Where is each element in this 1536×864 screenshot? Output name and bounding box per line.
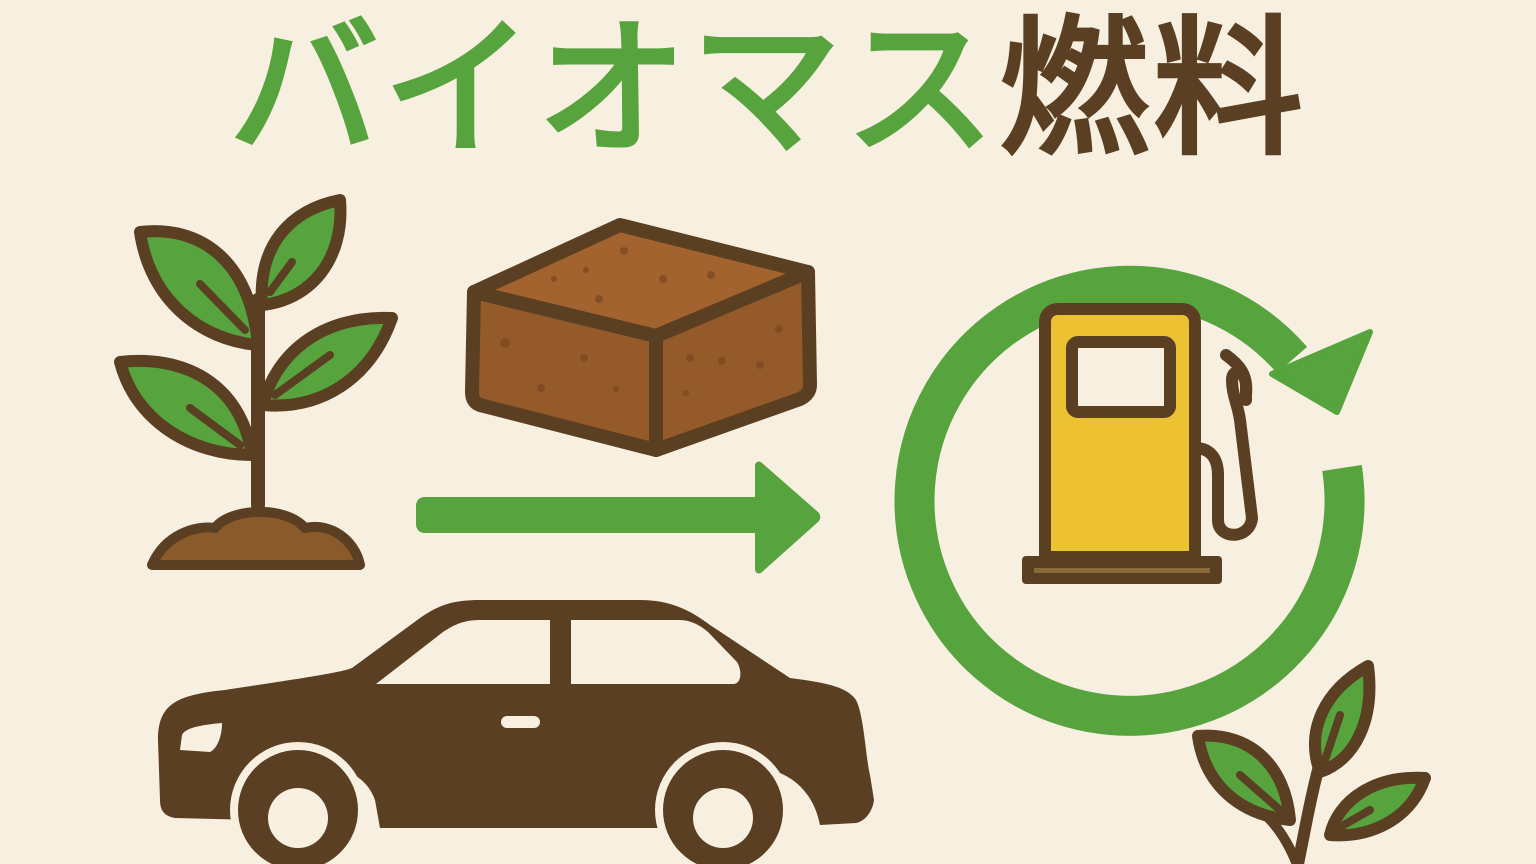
fuel-pump-icon — [1022, 303, 1258, 584]
biomass-pellet-icon — [465, 218, 817, 457]
plant-sprout-icon — [114, 194, 398, 570]
recycle-arrow-icon — [894, 265, 1373, 736]
leaf-sprig-icon — [1192, 660, 1431, 864]
title-katakana: バイオマス — [228, 3, 999, 177]
arrow-right-icon — [416, 461, 821, 574]
page-title: バイオマス燃料 — [0, 0, 1536, 180]
title-kanji: 燃料 — [999, 3, 1308, 177]
car-icon — [158, 600, 874, 864]
